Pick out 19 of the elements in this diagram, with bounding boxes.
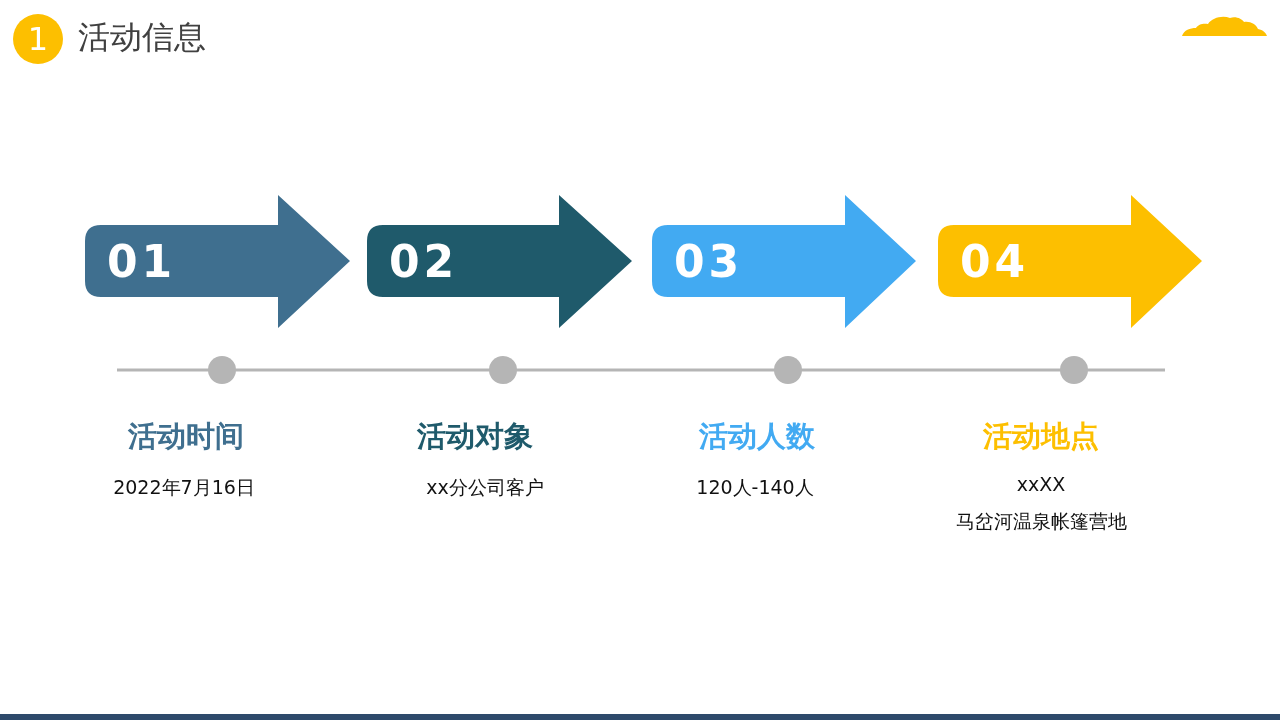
step-number: 03 bbox=[674, 240, 744, 284]
step-number: 01 bbox=[107, 240, 177, 284]
step-heading: 活动时间 bbox=[128, 419, 244, 454]
step-description: 120人-140人 bbox=[696, 476, 814, 499]
number-badge: 1 bbox=[13, 14, 63, 64]
arrow-shape bbox=[652, 195, 916, 328]
step-description: xxXX bbox=[1016, 473, 1066, 496]
step-heading: 活动地点 bbox=[983, 419, 1099, 454]
step-number: 02 bbox=[389, 240, 459, 284]
step-description: 2022年7月16日 bbox=[113, 476, 255, 499]
step-heading: 活动人数 bbox=[699, 419, 815, 454]
title: 活动信息 bbox=[78, 17, 206, 58]
arrow-shape bbox=[367, 195, 632, 328]
step-description: xx分公司客户 bbox=[426, 476, 544, 499]
step-heading: 活动对象 bbox=[417, 419, 533, 454]
arrow-shape bbox=[938, 195, 1202, 328]
step-number: 04 bbox=[960, 240, 1030, 284]
arrow-shape bbox=[85, 195, 350, 328]
step-description: 马岔河温泉帐篷营地 bbox=[955, 510, 1127, 533]
